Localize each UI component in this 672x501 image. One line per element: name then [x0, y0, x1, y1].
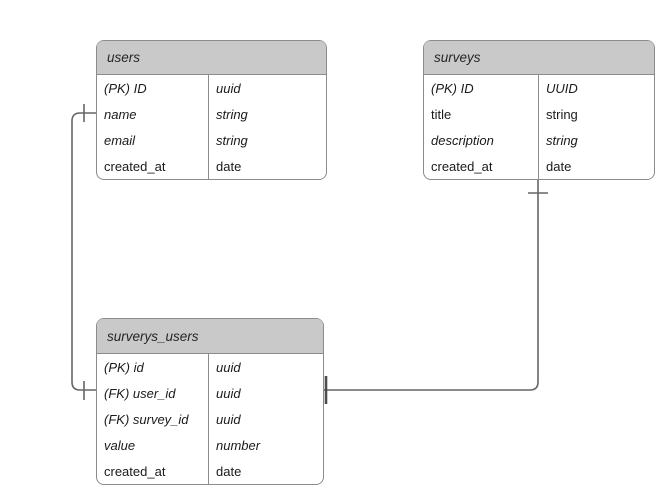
connector-surveys-to-surverys-users[interactable] — [324, 177, 539, 391]
table-row: value number — [97, 432, 323, 458]
table-row: created_at date — [97, 458, 323, 484]
table-row: (PK) id uuid — [97, 354, 323, 380]
column-name-cell: (FK) survey_id — [97, 406, 209, 432]
column-type-cell: string — [546, 132, 578, 148]
column-type-cell: date — [216, 463, 242, 479]
entity-table-surveys[interactable]: surveys (PK) ID UUID title string descri… — [423, 40, 655, 180]
column-type-cell: uuid — [216, 359, 241, 375]
column-type-cell: number — [216, 437, 261, 453]
table-row: (FK) survey_id uuid — [97, 406, 323, 432]
table-row: email string — [97, 127, 326, 153]
entity-table-surverys-users[interactable]: surverys_users (PK) id uuid (FK) user_id… — [96, 318, 324, 485]
column-name-cell: created_at — [424, 153, 539, 179]
table-body: (PK) ID UUID title string description st… — [424, 75, 654, 179]
column-name-cell: created_at — [97, 458, 209, 484]
column-type-cell: UUID — [546, 80, 578, 96]
column-type-cell: uuid — [216, 385, 241, 401]
column-name-cell: created_at — [97, 153, 209, 179]
table-row: name string — [97, 101, 326, 127]
column-name-cell: (PK) ID — [424, 75, 539, 101]
column-name-cell: description — [424, 127, 539, 153]
column-name-cell: title — [424, 101, 539, 127]
table-row: description string — [424, 127, 654, 153]
column-type-cell: date — [216, 158, 242, 174]
column-name-cell: value — [97, 432, 209, 458]
column-name-cell: name — [97, 101, 209, 127]
column-type-cell: string — [216, 132, 248, 148]
table-row: created_at date — [424, 153, 654, 179]
column-type-cell: date — [546, 158, 572, 174]
column-name-cell: (FK) user_id — [97, 380, 209, 406]
column-type-cell: uuid — [216, 80, 241, 96]
table-body: (PK) id uuid (FK) user_id uuid (FK) surv… — [97, 354, 323, 484]
column-type-cell: uuid — [216, 411, 241, 427]
table-body: (PK) ID uuid name string email string cr… — [97, 75, 326, 179]
connector-users-to-surverys-users[interactable] — [71, 112, 96, 391]
table-title[interactable]: surveys — [424, 41, 654, 75]
column-name-cell: (PK) id — [97, 354, 209, 380]
table-row: (FK) user_id uuid — [97, 380, 323, 406]
table-title[interactable]: users — [97, 41, 326, 75]
table-row: (PK) ID uuid — [97, 75, 326, 101]
table-row: created_at date — [97, 153, 326, 179]
table-title[interactable]: surverys_users — [97, 319, 323, 354]
table-row: (PK) ID UUID — [424, 75, 654, 101]
column-name-cell: (PK) ID — [97, 75, 209, 101]
entity-table-users[interactable]: users (PK) ID uuid name string email str… — [96, 40, 327, 180]
column-type-cell: string — [546, 106, 578, 122]
column-name-cell: email — [97, 127, 209, 153]
column-type-cell: string — [216, 106, 248, 122]
table-row: title string — [424, 101, 654, 127]
